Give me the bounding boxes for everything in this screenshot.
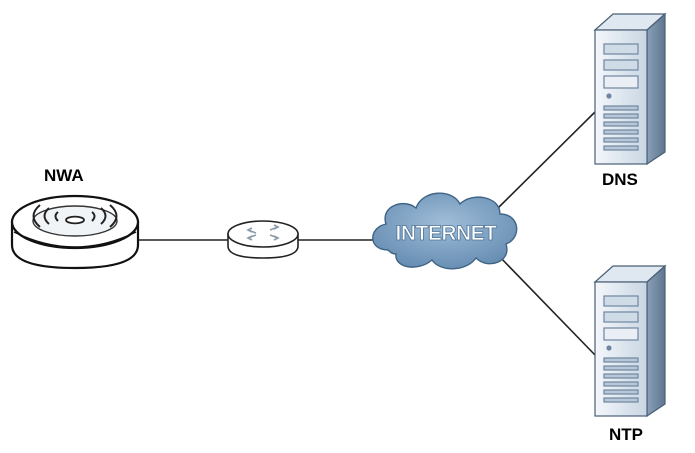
- router-icon: [227, 220, 299, 259]
- link-internet-ntp: [497, 254, 596, 356]
- internet-label: INTERNET: [396, 222, 498, 245]
- nwa-label: NWA: [44, 166, 84, 185]
- ntp-label: NTP: [609, 425, 643, 444]
- cloud-icon: INTERNET: [372, 192, 518, 270]
- dns-label: DNS: [602, 170, 638, 189]
- link-internet-dns: [497, 111, 596, 209]
- connection-lines: [138, 111, 596, 356]
- ntp-server-icon: [593, 264, 667, 418]
- access-point-icon: [10, 194, 140, 270]
- dns-server-icon: [593, 12, 667, 166]
